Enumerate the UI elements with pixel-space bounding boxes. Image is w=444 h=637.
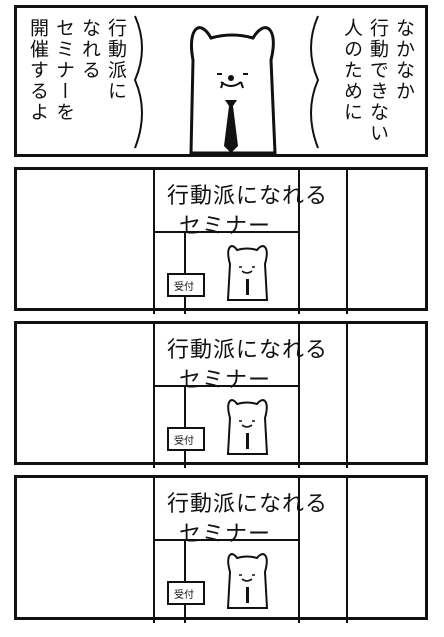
panel-4-reception-sign: 受付 xyxy=(174,590,194,601)
panel-4-drawing xyxy=(153,478,348,623)
panel-4: 行動派になれる セミナー 受付 xyxy=(14,475,428,623)
panel-2-drawing xyxy=(153,170,348,314)
panel-3-sign-line-1: 行動派になれる xyxy=(167,338,329,363)
panel-3-reception-sign: 受付 xyxy=(174,436,194,447)
panel-2-reception-sign: 受付 xyxy=(174,282,194,293)
panel-3-sign-line-2: セミナー xyxy=(179,368,272,393)
panel-1-left-speech: 行動派に なれる セミナーを 開催するよ xyxy=(27,18,127,123)
panel-2-sign-line-1: 行動派になれる xyxy=(167,184,329,209)
panel-2-sign-line-2: セミナー xyxy=(179,214,272,239)
necktie xyxy=(224,100,238,153)
character-body xyxy=(189,26,277,155)
panel-3: 行動派になれる セミナー 受付 xyxy=(14,321,428,468)
panel-4-sign-line-2: セミナー xyxy=(179,522,272,547)
panel-1-right-speech: なかなか 行動できない 人のために xyxy=(341,18,415,144)
panel-1: 行動派に なれる セミナーを 開催するよ なかなか 行動できない 人のために xyxy=(14,5,428,157)
panel-4-sign-line-1: 行動派になれる xyxy=(167,492,329,517)
panel-3-drawing xyxy=(153,324,348,468)
panel-2: 行動派になれる セミナー 受付 xyxy=(14,167,428,314)
panel-1-drawing xyxy=(133,15,320,155)
